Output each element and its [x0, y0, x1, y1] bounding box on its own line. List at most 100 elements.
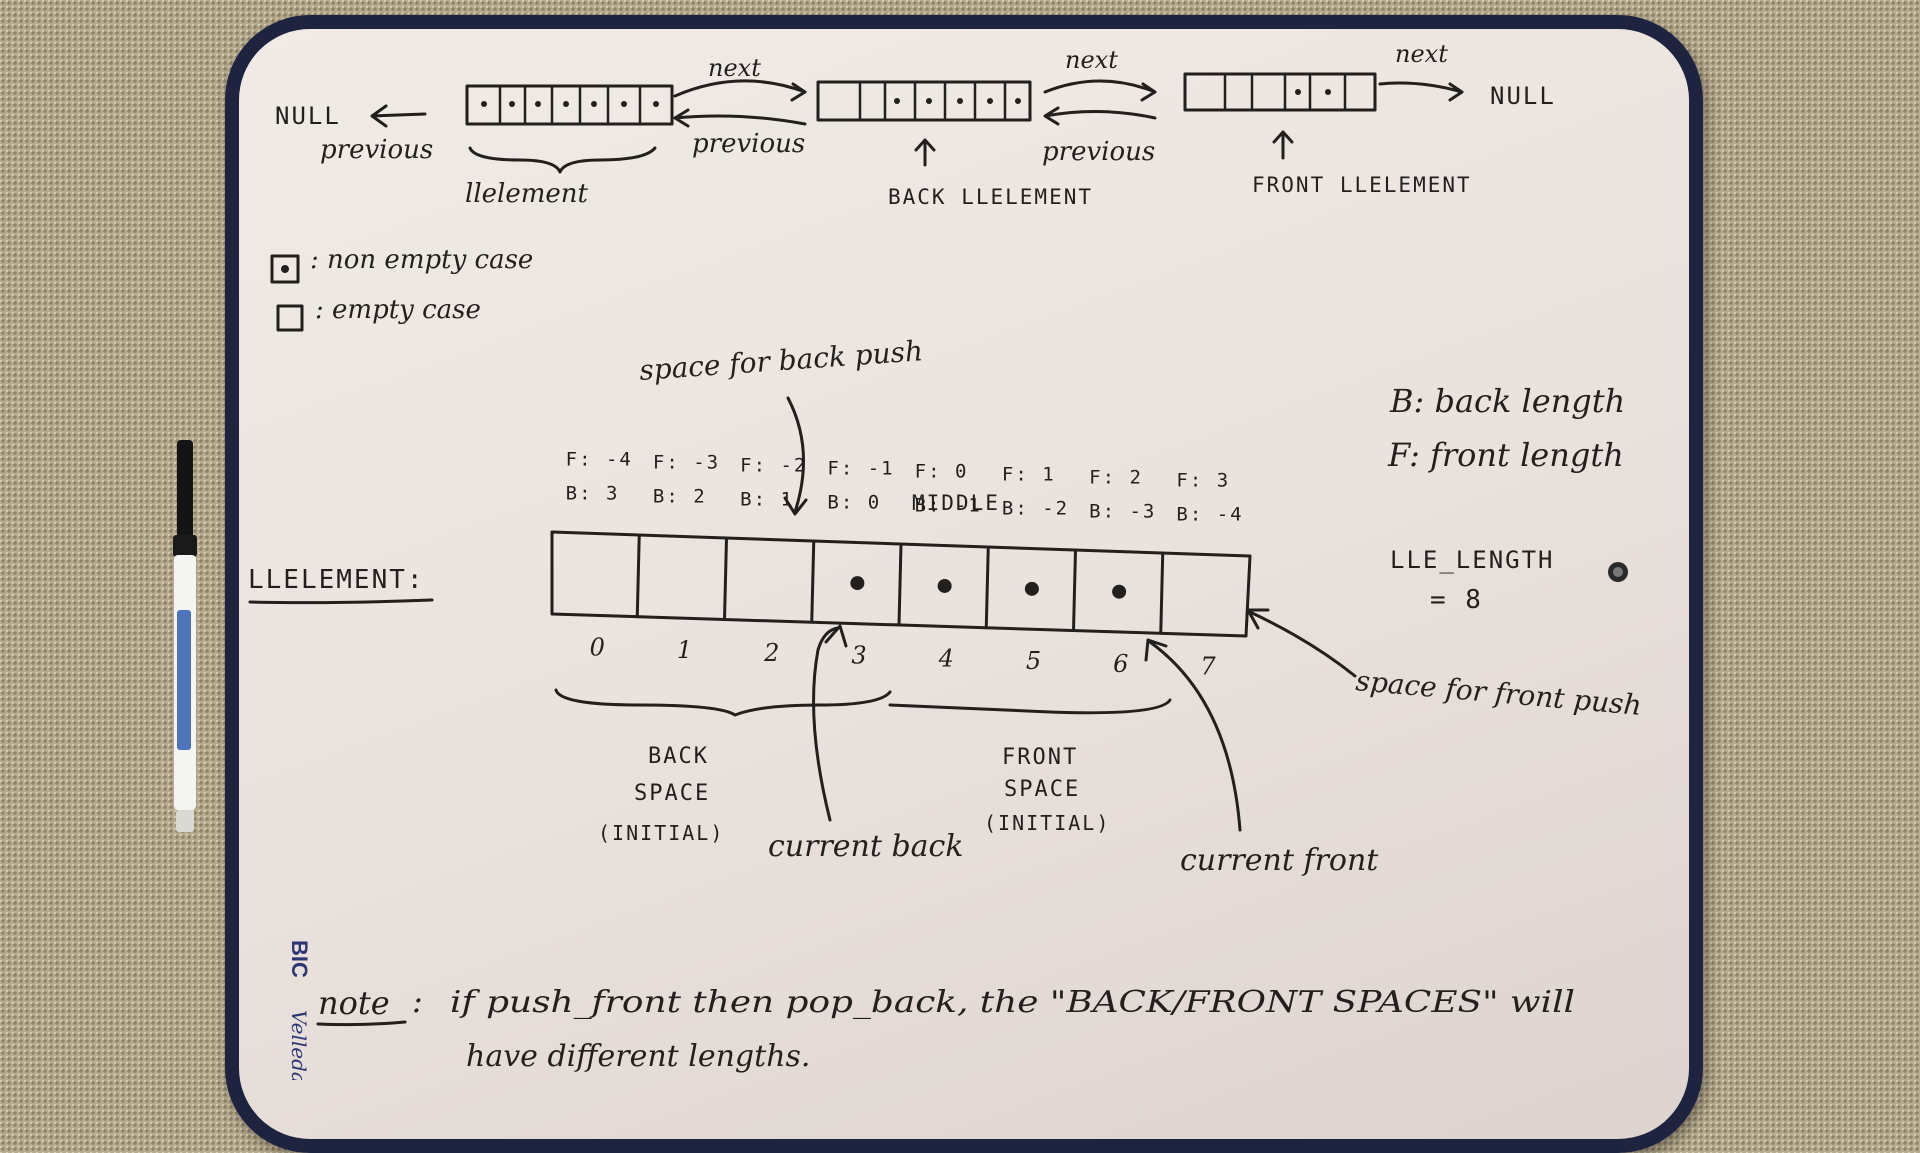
middle-label: MIDDLE	[912, 491, 1000, 515]
llelement-block-3-front	[1183, 72, 1377, 112]
current-front-arrow	[1144, 638, 1242, 832]
cell-b-label: B: -1	[915, 495, 982, 517]
cell-divider	[810, 539, 816, 624]
note: note : if push_front then pop_back, the …	[316, 982, 1575, 1074]
back-space-line3: (INITIAL)	[598, 821, 724, 845]
cell-b-label: B: 1	[740, 489, 794, 511]
note-underline	[316, 1020, 407, 1027]
cell-index-label: 5	[1026, 647, 1041, 675]
space-back-push-label: space for back push	[638, 334, 924, 387]
previous-label-3: previous	[1042, 137, 1155, 167]
llelement-block-1	[465, 84, 674, 126]
back-space-brace	[554, 688, 892, 717]
back-space-line2: SPACE	[634, 781, 710, 806]
current-front-label: current front	[1180, 843, 1379, 878]
cell-index-label: 0	[590, 633, 605, 661]
space-back-push-arrow	[783, 396, 808, 516]
marker-pen	[173, 440, 197, 832]
back-pointer-arrow	[914, 138, 936, 167]
llelement-title: LLELEMENT:	[248, 565, 425, 595]
cell-divider	[897, 542, 903, 627]
cell-index-label: 2	[763, 639, 779, 667]
brand-logo: BIC Velleda	[287, 940, 312, 1080]
next-arrow-2	[1043, 79, 1157, 102]
previous-label-2: previous	[692, 129, 805, 159]
cell-divider	[723, 536, 728, 621]
llelement-label: llelement	[465, 179, 589, 209]
cell-f-label: F: 1	[1002, 464, 1056, 486]
brand-text: Velleda	[287, 1010, 311, 1080]
note-line2: have different lengths.	[466, 1039, 810, 1074]
cell-divider	[635, 533, 641, 619]
note-label: note	[318, 984, 390, 1022]
legend: : non empty case : empty case	[270, 245, 533, 332]
array-cells: F: -4B: 30F: -3B: 21F: -2B: 12F: -1B: 03…	[550, 449, 1252, 681]
array-outline	[550, 530, 1252, 638]
cell-f-label: F: -3	[653, 452, 720, 474]
cell-f-label: F: 3	[1176, 470, 1230, 492]
cell-dot	[850, 576, 865, 591]
lle-length-line2: = 8	[1430, 585, 1483, 615]
front-space-line2: SPACE	[1004, 777, 1080, 802]
empty-box-icon	[276, 304, 304, 332]
definitions: B: back length F: front length LLE_LENGT…	[1387, 382, 1628, 615]
front-pointer-arrow	[1272, 130, 1294, 160]
front-space-brace	[888, 698, 1172, 715]
note-line1: if push_front then pop_back, the "BACK/F…	[450, 985, 1575, 1020]
cell-index-label: 1	[677, 636, 692, 664]
top-chain: NULL previous llelement next previous BA…	[275, 40, 1556, 209]
previous-arrow-1	[673, 108, 807, 128]
cell-index-label: 4	[938, 644, 954, 672]
cell-index-label: 7	[1200, 653, 1216, 681]
legend-empty: : empty case	[315, 295, 481, 325]
previous-label-1: previous	[320, 135, 433, 165]
back-space-line1: BACK	[648, 744, 709, 769]
def-back-length: B: back length	[1389, 382, 1625, 420]
cell-index-label: 3	[851, 642, 866, 670]
current-back-label: current back	[768, 829, 964, 864]
cell-f-label: F: -1	[827, 458, 894, 480]
cell-b-label: B: -4	[1176, 504, 1243, 526]
back-llelement-label: BACK LLELEMENT	[888, 185, 1093, 209]
null-left-label: NULL	[275, 102, 341, 130]
llelement-block-2-back	[816, 80, 1032, 122]
null-right-label: NULL	[1490, 82, 1556, 110]
cell-divider	[1072, 548, 1077, 632]
whiteboard	[225, 15, 1703, 1153]
next-label-2: next	[1065, 46, 1118, 74]
cell-b-label: B: -3	[1089, 501, 1156, 523]
cell-divider	[984, 545, 990, 630]
cell-dot	[937, 578, 952, 593]
cell-dot	[1024, 581, 1039, 596]
space-front-push-label: space for front push	[1354, 664, 1643, 722]
next-arrow-1	[673, 79, 807, 102]
cell-f-label: F: 2	[1089, 467, 1143, 489]
cell-b-label: B: -2	[1002, 498, 1069, 520]
arrow-to-null-left	[370, 104, 427, 128]
title-underline	[248, 598, 434, 605]
cell-divider	[1159, 551, 1165, 635]
cell-dot	[1112, 584, 1127, 599]
previous-arrow-2	[1043, 106, 1157, 126]
next-label-3: next	[1395, 40, 1448, 68]
non-empty-box-icon	[270, 254, 300, 284]
front-space-line1: FRONT	[1002, 745, 1078, 770]
cell-index-label: 6	[1113, 650, 1128, 678]
cell-f-label: F: -4	[566, 449, 633, 471]
next-arrow-3	[1378, 81, 1464, 102]
diagram-canvas: NULL previous llelement next previous BA…	[248, 40, 1643, 1080]
cell-f-label: F: -2	[740, 455, 807, 477]
front-space-line3: (INITIAL)	[984, 811, 1110, 835]
space-front-push-arrow	[1246, 608, 1357, 678]
current-back-arrow	[812, 624, 848, 822]
cell-b-label: B: 3	[566, 483, 620, 505]
lle-length-line1: LLE_LENGTH	[1390, 546, 1555, 574]
svg-text:BIC: BIC	[287, 940, 312, 978]
front-llelement-label: FRONT LLELEMENT	[1252, 173, 1472, 197]
note-colon: :	[412, 982, 423, 1020]
llelement-brace	[468, 146, 657, 174]
cell-b-label: B: 2	[653, 486, 707, 508]
legend-non-empty: : non empty case	[310, 245, 533, 275]
cell-f-label: F: 0	[915, 461, 969, 483]
def-front-length: F: front length	[1387, 436, 1624, 474]
